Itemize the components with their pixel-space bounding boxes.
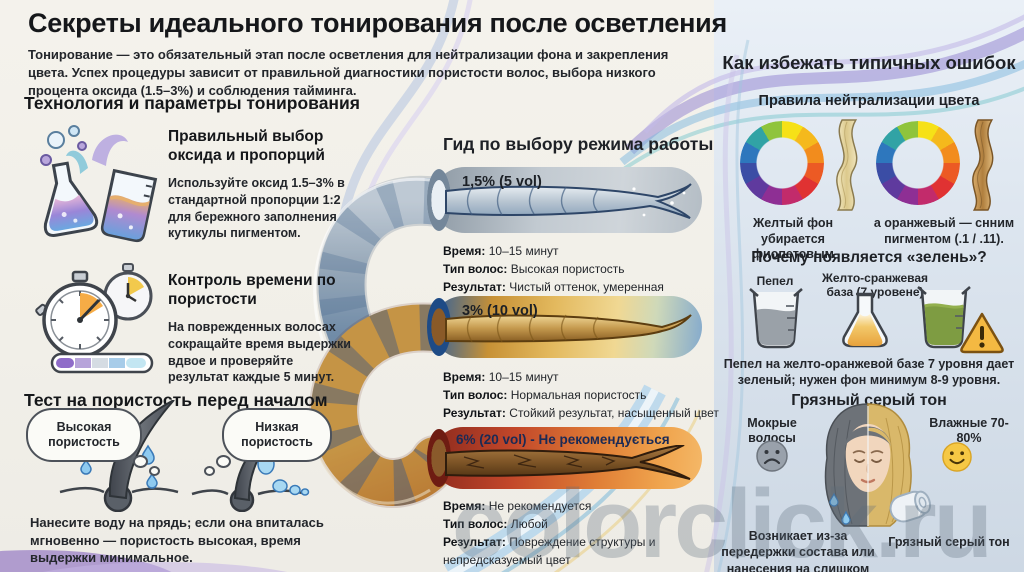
ash-beaker-icon [749, 288, 803, 349]
flasks-icon [40, 125, 158, 243]
warning-triangle-icon [960, 312, 1004, 354]
wheel-caption-yellow: Желтый фон убирается фиопетовым [752, 216, 834, 262]
gray-tone-note: Грязный серый тон [888, 535, 1010, 549]
subheading-gray-tone: Грязный серый тон [791, 392, 947, 409]
green-tint-note: Пепел на желто-оранжевой базе 7 уровня д… [723, 357, 1015, 388]
oxide-card-1-5-percent: 1,5% (5 vol) [427, 167, 702, 233]
thought-bubble-high-porosity: Высокая пористость [26, 408, 160, 476]
thought-bubble-low-porosity: Низкая пористость [204, 408, 332, 476]
page-title: Секреты идеального тонирования после осв… [28, 8, 727, 38]
color-wheel-icon [740, 121, 824, 205]
caramel-hair-swatch-icon [972, 119, 994, 211]
healthy-hair-strand-icon [445, 183, 692, 219]
section-heading-mistakes: Как избежать типичных ошибок [722, 52, 1016, 73]
sad-face-icon [756, 440, 788, 472]
green-result-beaker-icon [917, 286, 1004, 354]
oxide-card-1-label: 1,5% (5 vol) [462, 174, 542, 190]
section-heading-oxide-guide: Гид по выбору режима работы [443, 134, 714, 154]
beaker-ash-label: Пепел [756, 274, 794, 288]
oxide-card-3-label: 6% (20 vol) - Не рекомендується [456, 432, 670, 447]
blonde-hair-swatch-icon [836, 119, 858, 211]
damp-hair-label: Влажные 70-80% [929, 416, 1009, 445]
split-hair-woman-illustration [824, 403, 932, 527]
item-text-oxide-choice: Используйте оксид 1.5–3% в стандартной п… [168, 175, 345, 241]
beaker-base-label: Желто-сранжевая база (7 уровене) [821, 271, 929, 300]
stopwatch-icon [35, 263, 154, 374]
gold-hair-strand-icon [445, 313, 692, 343]
item-title-oxide-choice: Правильный выбор оксида и пропорций [168, 128, 325, 164]
orange-base-flask-icon [842, 292, 888, 348]
subheading-neutralization: Правила нейтрализации цвета [758, 93, 980, 109]
bubble-low-label: Низкая пористость [241, 420, 313, 449]
oxide-card-2-label: 3% (10 vol) [462, 303, 538, 319]
bubble-high-label: Высокая пористость [48, 420, 120, 449]
oxide-card-2-details: Время: 10–15 минут Тип волос: Нормальная… [443, 370, 719, 420]
oxide-card-3-percent: 3% (10 vol) [427, 296, 702, 358]
wet-hair-label: Мокрые волосы [747, 416, 797, 445]
wet-hair-note: Возникает из-за передержки состава или н… [721, 529, 875, 572]
watermark: colorclick.ru [452, 469, 993, 572]
happy-face-icon [942, 442, 972, 472]
wheel-caption-orange: а оранжевый — снним пигментом (.1 / .11)… [873, 216, 1015, 246]
section-heading-technology: Технология и параметры тонирования [24, 93, 360, 113]
subheading-green-tint: Почему появляется «зелень»? [751, 249, 987, 266]
color-wheel-icon [876, 121, 960, 205]
section-heading-porosity-test: Тест на пористость перед началом [24, 390, 328, 410]
porosity-test-note: Нанесите воду на прядь; если она впитала… [30, 515, 324, 566]
item-title-timing-control: Контроль времени по пористости [168, 272, 336, 308]
item-text-timing-control: На поврежденных волосах сокращайте время… [168, 319, 351, 385]
